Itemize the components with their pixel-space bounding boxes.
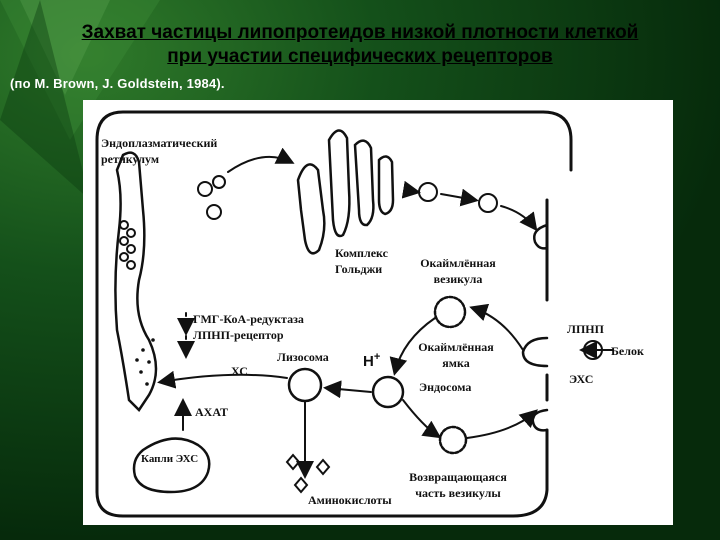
lysosome bbox=[287, 367, 323, 403]
label-golgi-line-2: Гольджи bbox=[335, 262, 383, 276]
label-lysosome: Лизосома bbox=[277, 350, 329, 364]
label-endosome: Эндосома bbox=[419, 380, 472, 394]
coated-vesicle bbox=[433, 295, 467, 329]
returning-vesicle bbox=[438, 425, 468, 455]
label-hmg-reductase: ГМГ-КоА-редуктаза bbox=[193, 312, 304, 326]
label-returning-line-2: часть везикулы bbox=[415, 486, 501, 500]
label-coated-vesicle-line-2: везикула bbox=[433, 272, 483, 286]
label-golgi-line-1: Комплекс bbox=[335, 246, 388, 260]
endosome bbox=[371, 375, 405, 409]
citation: (по M. Brown, J. Goldstein, 1984). bbox=[10, 76, 225, 91]
label-protein: Белок bbox=[611, 344, 644, 358]
label-er-line-2: ретикулум bbox=[101, 152, 160, 166]
slide-title-line-1: Захват частицы липопротеидов низкой плот… bbox=[81, 22, 639, 43]
cell-membrane-right bbox=[541, 110, 573, 172]
label-ce-droplets: Капли ЭХС bbox=[141, 453, 199, 465]
label-coated-vesicle-line-1: Окаймлённая bbox=[420, 256, 496, 270]
ldl-uptake-diagram bbox=[95, 110, 614, 518]
slide-title-line-2: при участии специфических рецепторов bbox=[167, 46, 553, 67]
label-returning-line-1: Возвращающаяся bbox=[409, 470, 507, 484]
label-er-line-1: Эндоплазматический bbox=[101, 136, 218, 150]
ce-droplets bbox=[132, 437, 211, 494]
label-ldl-receptor: ЛПНП-рецептор bbox=[193, 328, 284, 342]
label-xc: ХС bbox=[231, 364, 248, 378]
label-proton: H+ bbox=[363, 351, 381, 370]
diagram-panel: Эндоплазматический ретикулум Комплекс Го… bbox=[83, 100, 673, 525]
cell-membrane bbox=[95, 110, 545, 518]
golgi-complex bbox=[296, 129, 395, 255]
er-ribosomes bbox=[119, 220, 136, 270]
er-structure bbox=[114, 151, 158, 412]
label-coated-pit-line-1: Окаймлённая bbox=[418, 340, 494, 354]
label-ce: ЭХС bbox=[569, 372, 594, 386]
label-acat: АХАТ bbox=[195, 405, 228, 419]
label-amino-acids: Аминокислоты bbox=[308, 493, 392, 507]
ldl-particle bbox=[583, 340, 603, 360]
label-ldl: ЛПНП bbox=[567, 322, 604, 336]
label-coated-pit-line-2: ямка bbox=[442, 356, 470, 370]
